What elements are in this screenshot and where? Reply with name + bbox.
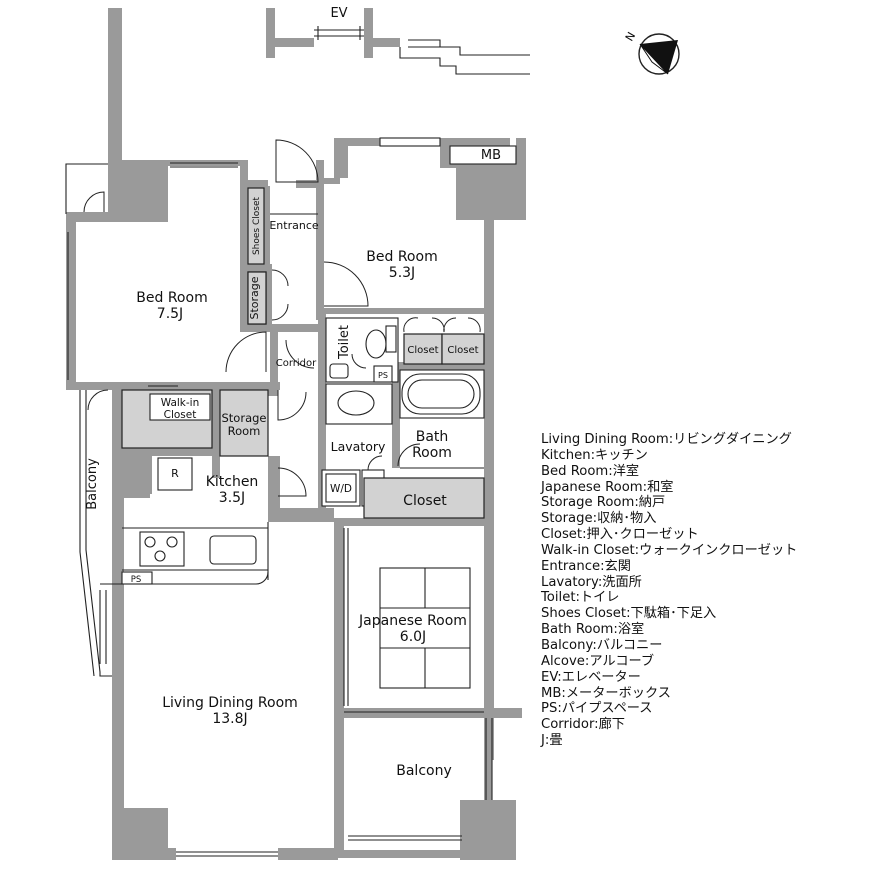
bath-label-line1: Bath bbox=[416, 429, 449, 445]
walk-in-closet bbox=[121, 385, 269, 457]
ps-upper-label: PS bbox=[378, 371, 388, 380]
legend-item: Living Dining Room:リビングダイニング bbox=[541, 432, 792, 447]
storage-room-label-line2: Room bbox=[228, 424, 261, 438]
japanese-room-name: Japanese Room bbox=[358, 613, 467, 629]
toilet-label: Toilet bbox=[337, 325, 352, 360]
legend-item: Bath Room:浴室 bbox=[541, 622, 645, 638]
legend-item: Closet:押入･クローゼット bbox=[541, 527, 699, 543]
elevator-hall bbox=[266, 8, 530, 75]
kitchen bbox=[100, 457, 269, 585]
corridor-label: Corridor bbox=[276, 358, 317, 369]
legend-item: Alcove:アルコーブ bbox=[541, 653, 655, 669]
living-dining-room bbox=[99, 590, 278, 857]
legend-item: EV:エレベーター bbox=[541, 669, 641, 685]
legend-item: Balcony:バルコニー bbox=[541, 637, 663, 653]
closet-right-label: Closet bbox=[447, 345, 478, 356]
fridge-label: R bbox=[171, 467, 179, 480]
living-room-name: Living Dining Room bbox=[162, 695, 298, 711]
legend-item: Storage Room:納戸 bbox=[541, 495, 666, 511]
bed-room-1-name: Bed Room bbox=[136, 290, 207, 306]
legend-item: Kitchen:キッチン bbox=[541, 447, 648, 463]
legend-item: Bed Room:洋室 bbox=[541, 463, 640, 479]
legend-item: MB:メーターボックス bbox=[541, 685, 671, 701]
storage-room-label-line1: Storage bbox=[222, 411, 267, 425]
legend-item: J:畳 bbox=[541, 733, 563, 749]
legend-item: PS:パイプスペース bbox=[541, 701, 653, 717]
legend-item: Lavatory:洗面所 bbox=[541, 574, 642, 590]
legend-item: Corridor:廊下 bbox=[541, 717, 625, 733]
mb-label: MB bbox=[481, 148, 501, 163]
living-room-size: 13.8J bbox=[212, 711, 247, 727]
closet-left-label: Closet bbox=[407, 345, 438, 356]
kitchen-size: 3.5J bbox=[219, 490, 245, 506]
legend-item: Walk-in Closet:ウォークインクローゼット bbox=[541, 542, 798, 558]
entrance-label: Entrance bbox=[269, 219, 319, 232]
legend-item: Storage:収納･物入 bbox=[541, 511, 657, 527]
kitchen-name: Kitchen bbox=[206, 474, 259, 490]
corridor bbox=[277, 339, 315, 497]
bed-room-2 bbox=[323, 137, 517, 365]
japanese-room-size: 6.0J bbox=[400, 629, 426, 645]
bed-room-2-name: Bed Room bbox=[366, 249, 437, 265]
legend-item: Japanese Room:和室 bbox=[541, 479, 674, 495]
ps-kitchen-label: PS bbox=[131, 575, 142, 585]
walkin-label-line2: Closet bbox=[164, 409, 197, 421]
walkin-label-line1: Walk-in bbox=[161, 397, 200, 409]
lavatory-label: Lavatory bbox=[331, 439, 386, 454]
closet-big-label: Closet bbox=[403, 493, 447, 509]
bed-room-2-size: 5.3J bbox=[389, 265, 415, 281]
bath-label-line2: Room bbox=[412, 445, 452, 461]
walls bbox=[66, 8, 526, 860]
toilet-area bbox=[325, 317, 399, 383]
balcony-side bbox=[79, 389, 112, 677]
legend-item: Shoes Closet:下駄箱･下足入 bbox=[541, 606, 717, 622]
japanese-room bbox=[343, 528, 484, 713]
lavatory-bath bbox=[321, 369, 485, 519]
legend-item: Toilet:トイレ bbox=[541, 590, 620, 606]
wd-label: W/D bbox=[330, 483, 352, 495]
bed-room-1 bbox=[65, 162, 267, 380]
bed-room-1-size: 7.5J bbox=[157, 306, 183, 322]
balcony-bottom-label: Balcony bbox=[396, 763, 452, 779]
entrance-area bbox=[247, 139, 319, 325]
balcony-bottom bbox=[348, 718, 493, 841]
legend-item: Entrance:玄関 bbox=[541, 558, 631, 574]
balcony-side-label: Balcony bbox=[85, 458, 100, 510]
ev-label: EV bbox=[330, 6, 347, 21]
compass-icon bbox=[638, 33, 680, 75]
storage-label: Storage bbox=[248, 276, 261, 319]
compass-north-label: N bbox=[623, 30, 638, 44]
shoes-closet-label: Shoes Closet bbox=[252, 197, 262, 256]
